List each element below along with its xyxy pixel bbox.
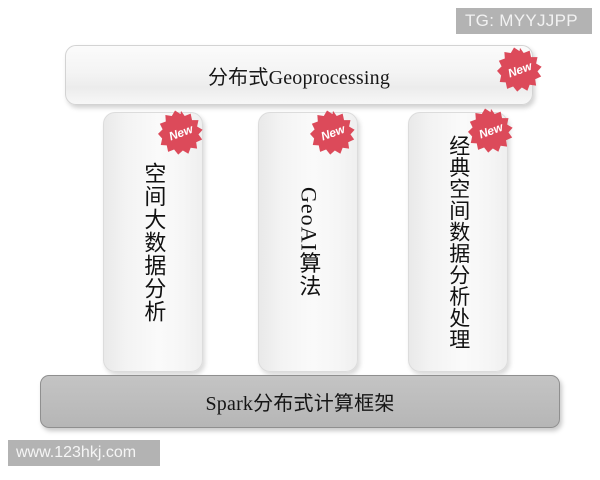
pillar-card-2: GeoAI算法: [258, 112, 358, 372]
pillar-label-1-text: 空间大数据分析: [141, 161, 167, 323]
header-title: 分布式Geoprocessing: [207, 66, 391, 89]
platform-bar: Spark分布式计算框架: [40, 375, 560, 428]
telegram-watermark: TG: MYYJJPP: [456, 8, 592, 34]
platform-label: Spark分布式计算框架: [205, 393, 395, 415]
pillar-card-3: 经典空间数据分析处理: [408, 112, 508, 372]
header-card: 分布式Geoprocessing: [65, 45, 533, 105]
pillar-label-3-text: 经典空间数据分析处理: [446, 134, 471, 350]
pillar-label-2: GeoAI算法: [259, 113, 357, 371]
site-watermark: www.123hkj.com: [8, 440, 160, 466]
pillar-label-1: 空间大数据分析: [104, 113, 202, 371]
pillar-label-3: 经典空间数据分析处理: [409, 113, 507, 371]
pillar-label-2-text: GeoAI算法: [296, 186, 322, 298]
pillar-card-1: 空间大数据分析: [103, 112, 203, 372]
